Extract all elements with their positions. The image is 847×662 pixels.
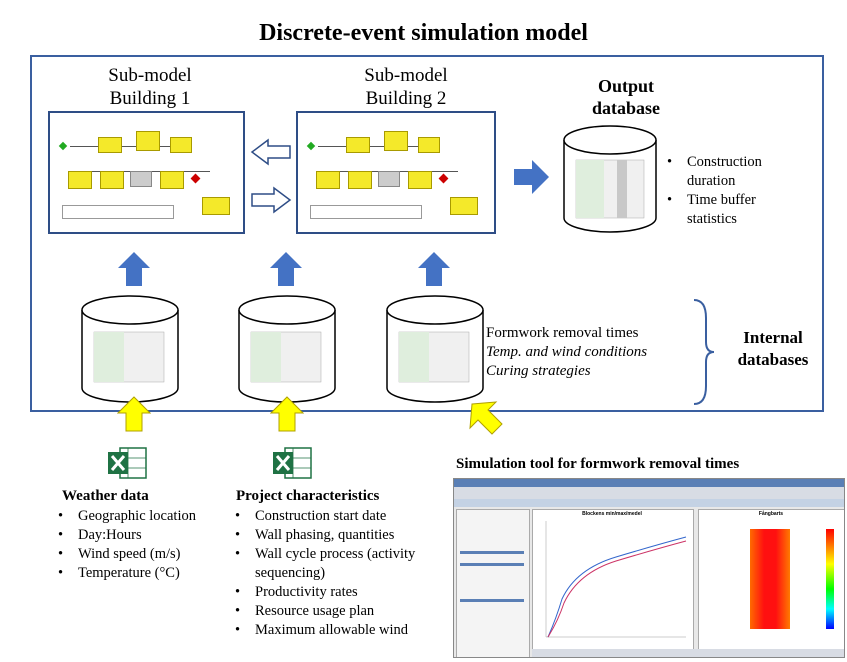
chart1-title: Blockens min/max/medel <box>582 511 642 517</box>
output-database-icon <box>563 125 657 233</box>
formwork-database-icon <box>386 295 484 403</box>
weather-item: Geographic location <box>56 507 236 526</box>
submodel-1-label-line2: Building 1 <box>109 88 191 109</box>
submodel-2-label-line2: Building 2 <box>365 88 447 109</box>
weather-item: Wind speed (m/s) <box>56 545 236 564</box>
output-database-label: Output database <box>566 75 686 119</box>
internal-item: Formwork removal times <box>486 325 639 341</box>
yellow-diagonal-arrow-icon <box>469 401 503 435</box>
internal-db-items: Formwork removal times Temp. and wind co… <box>486 324 686 381</box>
submodel-1-label: Sub-model Building 1 <box>75 64 225 110</box>
internal-label-line1: Internal <box>743 328 803 347</box>
internal-item: Curing strategies <box>486 363 591 379</box>
strength-curve-chart <box>545 521 687 638</box>
weather-item: Temperature (°C) <box>56 564 236 583</box>
temperature-heatmap <box>750 529 834 629</box>
excel-icon <box>273 447 312 479</box>
to-output-arrow-icon <box>514 160 549 194</box>
simtool-screenshot: Blockens min/max/medel Fångbarts <box>453 478 845 658</box>
weather-database-icon <box>81 295 179 403</box>
project-list: Construction start date Wall phasing, qu… <box>233 507 438 640</box>
simulation-model-frame <box>30 55 824 412</box>
output-item: Construction duration <box>665 153 795 191</box>
project-item: Construction start date <box>233 507 438 526</box>
project-database-icon <box>238 295 336 403</box>
weather-item: Day:Hours <box>56 526 236 545</box>
left-hollow-arrow-icon <box>250 138 291 166</box>
weather-list: Geographic location Day:Hours Wind speed… <box>56 507 236 583</box>
up-arrow-icon <box>270 252 302 286</box>
project-item: Productivity rates <box>233 583 438 602</box>
up-arrow-icon <box>118 252 150 286</box>
yellow-up-arrow-icon <box>270 396 304 432</box>
submodel-2-label: Sub-model Building 2 <box>331 64 481 110</box>
project-heading: Project characteristics <box>236 488 380 504</box>
excel-icon <box>108 447 147 479</box>
right-hollow-arrow-icon <box>251 186 292 214</box>
submodel-2-flowchart <box>296 111 496 234</box>
internal-item: Temp. and wind conditions <box>486 344 648 360</box>
weather-heading: Weather data <box>62 488 149 504</box>
bidirectional-exchange-arrows <box>250 138 292 214</box>
output-label-line1: Output <box>597 76 655 96</box>
submodel-2-label-line1: Sub-model <box>364 65 448 86</box>
diagram-title: Discrete-event simulation model <box>259 20 588 46</box>
output-label-line2: database <box>591 98 660 118</box>
project-item: Wall cycle process (activity sequencing) <box>233 545 438 583</box>
project-item: Resource usage plan <box>233 602 438 621</box>
output-items-list: Construction duration Time buffer statis… <box>665 153 795 229</box>
internal-label-line2: databases <box>737 350 809 369</box>
submodel-1-flowchart <box>48 111 245 234</box>
brace-icon <box>693 299 715 405</box>
simtool-title: Simulation tool for formwork removal tim… <box>456 456 740 472</box>
internal-databases-label: Internal databases <box>718 327 828 371</box>
yellow-up-arrow-icon <box>117 396 151 432</box>
chart2-title: Fångbarts <box>758 511 784 517</box>
up-arrow-icon <box>418 252 450 286</box>
output-item: Time buffer statistics <box>665 191 795 229</box>
project-item: Maximum allowable wind <box>233 621 438 640</box>
project-item: Wall phasing, quantities <box>233 526 438 545</box>
submodel-1-label-line1: Sub-model <box>108 65 192 86</box>
